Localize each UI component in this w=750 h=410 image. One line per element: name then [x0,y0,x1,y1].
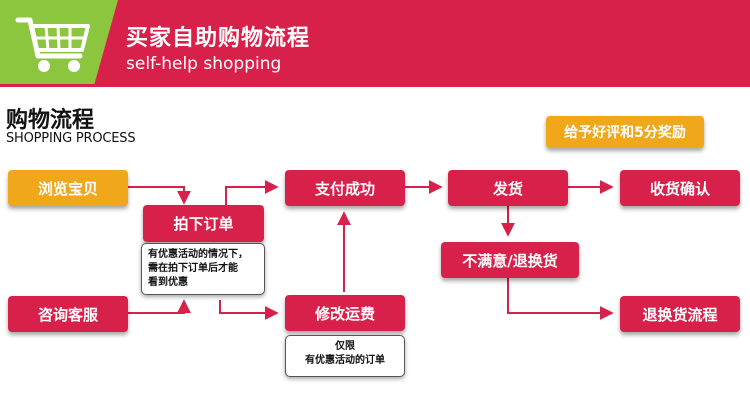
reward-badge: 给予好评和5分奖励 [546,116,704,148]
banner-subtitle: self-help shopping [126,54,282,74]
section-subtitle: SHOPPING PROCESS [6,131,136,146]
order-note-line: 有优惠活动的情况下， [148,249,248,260]
header-banner [0,0,750,84]
order-note-line: 看到优惠 [148,277,188,288]
node-pay: 支付成功 [285,170,405,206]
banner-underline [0,84,750,87]
node-unsatisfied: 不满意/退换货 [441,242,579,278]
arrow-unsatisfied-to-return [507,278,614,320]
order-note-line: 需在拍下订单后才能 [148,263,238,274]
banner-title: 买家自助购物流程 [126,26,311,51]
arrow-order-to-modify [219,300,279,320]
node-modify: 修改运费 [285,295,405,331]
node-order: 拍下订单 [143,205,264,242]
cart-badge [0,0,118,84]
modify-note-line: 仅限 [335,341,355,352]
section-title: 购物流程 [6,108,95,133]
shopping-cart-icon [15,17,90,72]
arrow-browse-to-order [128,186,191,205]
node-consult: 咨询客服 [8,296,128,332]
arrow-consult-to-order [128,299,191,314]
node-browse: 浏览宝贝 [8,170,128,206]
order-note: 有优惠活动的情况下， 需在拍下订单后才能 看到优惠 [141,243,265,295]
node-return-flow: 退换货流程 [620,296,740,332]
arrow-order-to-pay [225,180,279,206]
node-ship: 发货 [448,170,568,206]
node-confirm: 收货确认 [620,170,740,206]
modify-note: 仅限 有优惠活动的订单 [285,335,405,377]
modify-note-line: 有优惠活动的订单 [305,355,385,366]
